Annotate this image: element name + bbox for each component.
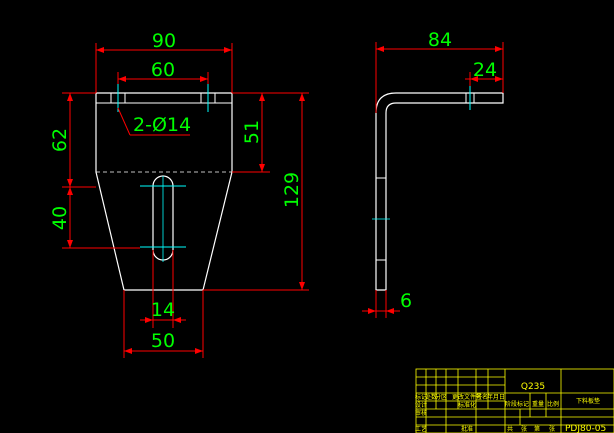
tb-cell-4: 签名 <box>476 393 488 401</box>
dim-slot-width-label: 14 <box>151 299 175 321</box>
dim-total-height <box>203 92 309 291</box>
title-block <box>415 368 614 433</box>
dim-holes-label: 2-Ø14 <box>133 114 191 136</box>
tb-cell-11: 审核 <box>415 409 427 417</box>
front-view: 90 60 2-Ø14 62 40 <box>49 30 309 358</box>
hole-right <box>200 84 216 112</box>
dim-flange <box>465 72 503 86</box>
dim-thickness-label: 6 <box>400 290 412 312</box>
tb-cell-17: 张 <box>549 425 555 433</box>
dim-side-length-label: 84 <box>428 29 452 51</box>
side-view: 84 24 6 <box>362 29 504 318</box>
hole-left <box>110 84 126 112</box>
tb-cell-10: 比例 <box>547 400 559 408</box>
tb-cell-13: 批准 <box>461 425 473 433</box>
dim-side-length <box>375 42 504 113</box>
dim-height-upper-label: 62 <box>49 128 71 152</box>
dim-left-vertical <box>62 92 140 249</box>
dim-flange-label: 24 <box>473 59 497 81</box>
tb-cell-1: 处数 <box>425 393 437 401</box>
dim-height-lower-label: 40 <box>49 206 71 230</box>
title-drawing-no: PDJ80-05 <box>565 424 606 433</box>
tb-cell-12: 工艺 <box>415 425 427 433</box>
tb-cell-2: 分区 <box>435 393 447 401</box>
dim-total-height-label: 129 <box>281 172 303 208</box>
tb-cell-8: 阶段标记 <box>505 400 529 408</box>
dim-hole-spacing <box>117 72 209 84</box>
tb-cell-6: 设计 <box>415 401 427 409</box>
tb-cell-0: 标记 <box>415 393 427 401</box>
tb-cell-16: 第 <box>534 425 540 433</box>
dim-hole-spacing-label: 60 <box>151 59 175 81</box>
dim-holes-leader <box>117 107 190 136</box>
tb-cell-3: 更改文件号 <box>452 393 482 401</box>
dim-thickness <box>362 290 400 318</box>
dim-bottom-width <box>123 290 204 358</box>
dim-inner-height-label: 51 <box>241 120 263 144</box>
tb-cell-5: 年月日 <box>487 393 505 401</box>
dim-width-top-label: 90 <box>152 30 176 52</box>
dim-width-top <box>95 43 233 93</box>
title-material: Q235 <box>521 382 545 392</box>
title-part-name: 下料板垫 <box>576 397 600 405</box>
tb-cell-9: 重量 <box>532 400 544 408</box>
tb-cell-14: 共 <box>507 425 513 433</box>
tb-cell-15: 张 <box>521 425 527 433</box>
dim-slot-width <box>140 250 186 328</box>
side-outline <box>375 92 504 291</box>
dim-bottom-width-label: 50 <box>151 330 175 352</box>
tb-cell-7: 标准化 <box>458 401 476 409</box>
